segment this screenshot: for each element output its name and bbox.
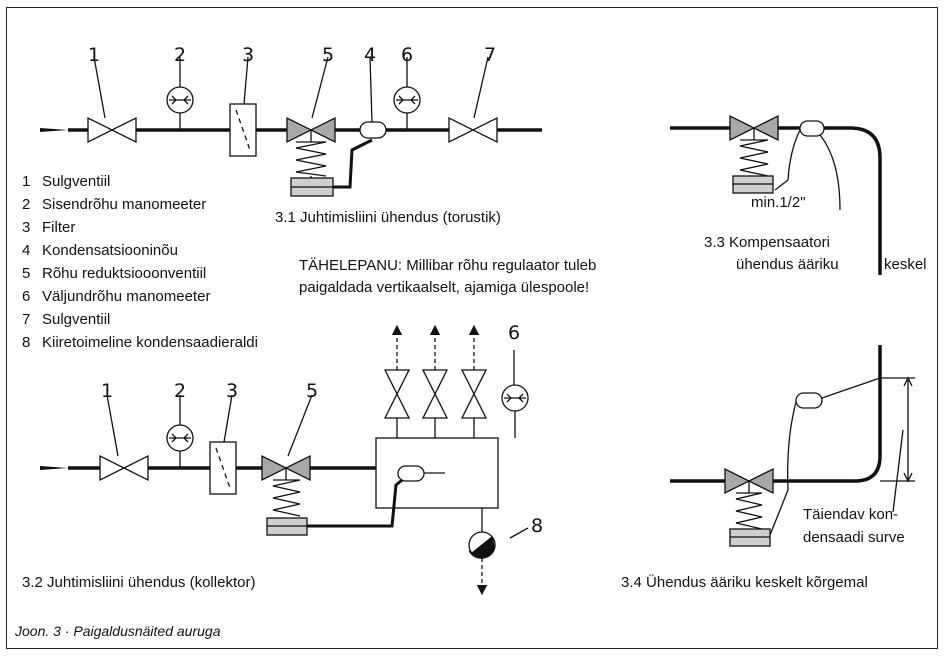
inlet-arrow bbox=[40, 128, 68, 132]
condensate-pot bbox=[359, 121, 387, 139]
callout-2-b: 2 bbox=[174, 380, 187, 402]
callout-2: 2 bbox=[174, 44, 187, 66]
figure-frame bbox=[6, 7, 938, 649]
callout-5-b: 5 bbox=[306, 380, 319, 402]
caption-3-3-line1: 3.3 Kompensaatori bbox=[704, 234, 830, 251]
callout-5: 5 bbox=[322, 44, 335, 66]
warning-line-1: TÄHELEPANU: Millibar rõhu regulaator tul… bbox=[299, 257, 597, 274]
caption-3-4: 3.4 Ühendus ääriku keskelt kõrgemal bbox=[621, 574, 868, 591]
shutoff-valve-7 bbox=[448, 116, 498, 144]
callout-6-b: 6 bbox=[508, 322, 521, 344]
caption-3-1: 3.1 Juhtimisliini ühendus (torustik) bbox=[275, 209, 501, 226]
shutoff-valve-1 bbox=[87, 116, 137, 144]
diagram-3-4 bbox=[670, 345, 915, 547]
callout-1: 1 bbox=[88, 44, 101, 66]
diagram-3-3 bbox=[670, 114, 882, 275]
diagram-3-1 bbox=[40, 56, 542, 197]
min-size-label: min.1/2" bbox=[751, 194, 806, 211]
caption-3-3-keskel: keskel bbox=[884, 256, 927, 273]
warning-line-2: paigaldada vertikaalselt, ajamiga ülespo… bbox=[299, 279, 590, 296]
callout-8: 8 bbox=[531, 515, 544, 537]
diagram-3-2 bbox=[40, 324, 529, 596]
callout-6: 6 bbox=[401, 44, 414, 66]
callout-3-b: 3 bbox=[226, 380, 239, 402]
extra-pressure-line2: densaadi surve bbox=[803, 529, 905, 546]
callout-3: 3 bbox=[242, 44, 255, 66]
callout-7: 7 bbox=[484, 44, 497, 66]
callout-4: 4 bbox=[364, 44, 377, 66]
figure-caption: Joon. 3 · Paigaldusnäited auruga bbox=[15, 623, 221, 639]
callout-1-b: 1 bbox=[101, 380, 114, 402]
extra-pressure-line1: Täiendav kon- bbox=[803, 506, 899, 523]
caption-3-3-line2: ühendus ääriku bbox=[736, 256, 839, 273]
caption-3-2: 3.2 Juhtimisliini ühendus (kollektor) bbox=[22, 574, 256, 591]
